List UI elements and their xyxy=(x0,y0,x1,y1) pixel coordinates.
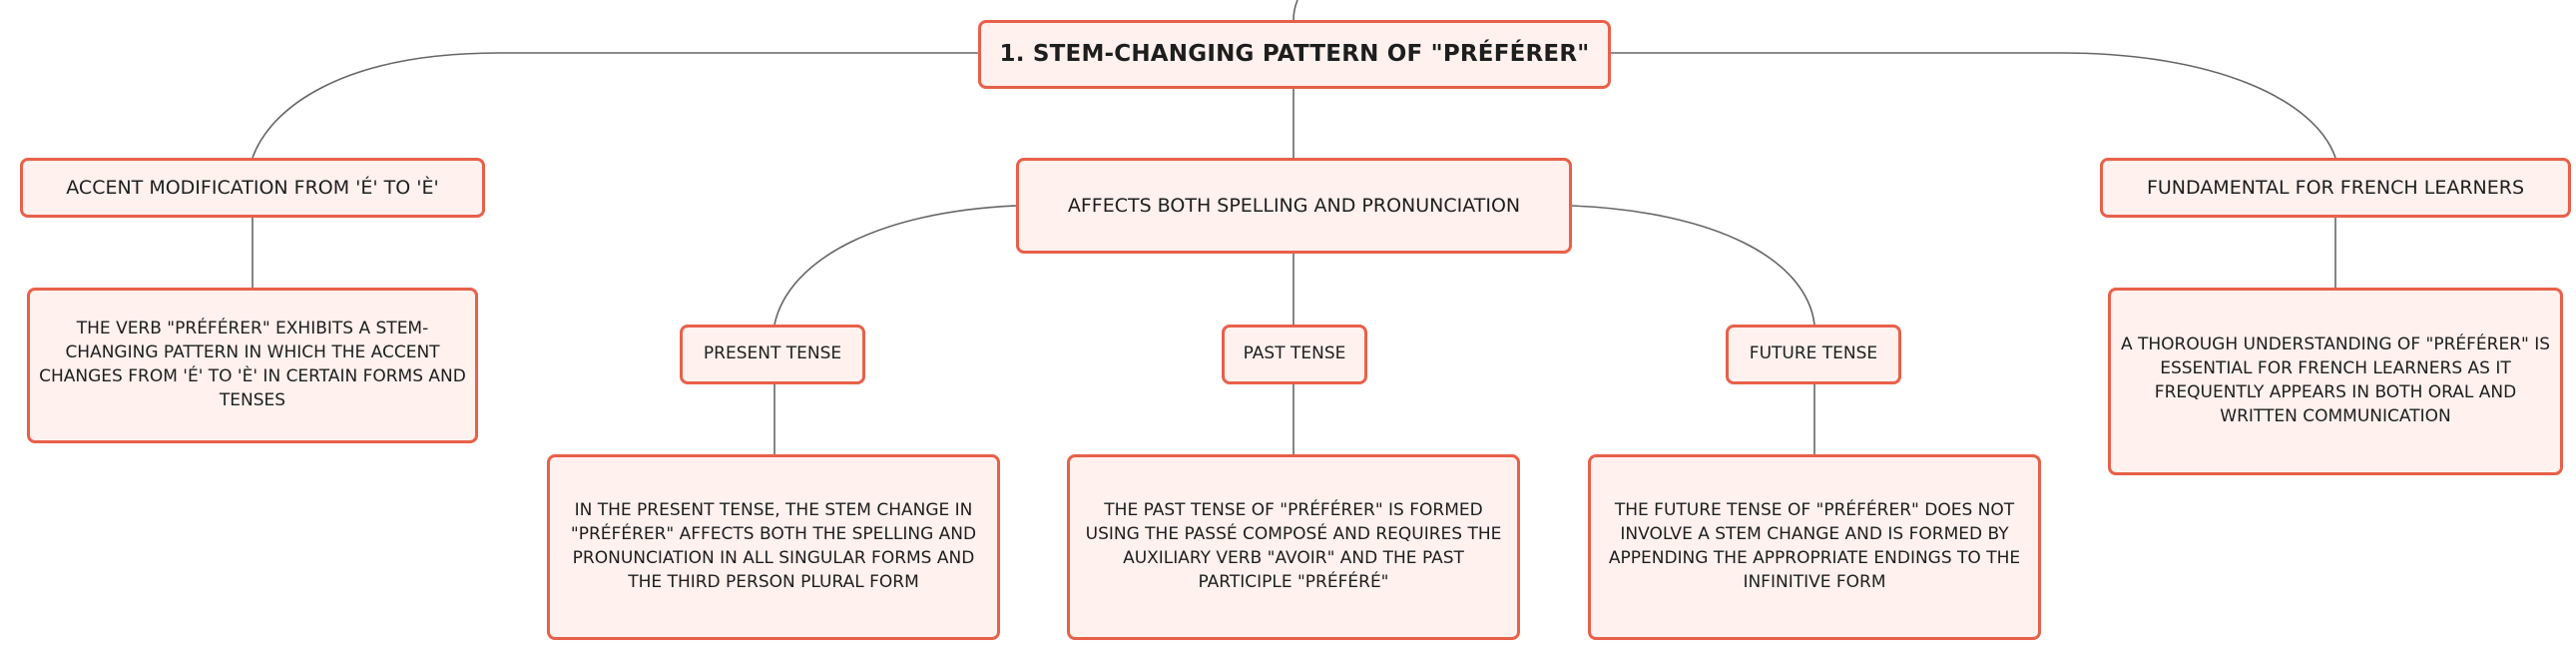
accent-label: ACCENT MODIFICATION FROM 'É' TO 'È' xyxy=(66,176,439,199)
present-tense-node[interactable]: PRESENT TENSE xyxy=(680,325,865,384)
future-tense-label: FUTURE TENSE xyxy=(1749,343,1878,364)
fundamental-label: FUNDAMENTAL FOR FRENCH LEARNERS xyxy=(2146,176,2525,199)
past-tense-detail-text: THE PAST TENSE OF "PRÉFÉRER" IS FORMED U… xyxy=(1085,500,1502,592)
past-tense-label: PAST TENSE xyxy=(1243,343,1346,364)
fundamental-detail-text: A THOROUGH UNDERSTANDING OF "PRÉFÉRER" I… xyxy=(2120,334,2551,426)
present-tense-detail-text: IN THE PRESENT TENSE, THE STEM CHANGE IN… xyxy=(570,500,977,592)
root-node[interactable]: 1. STEM-CHANGING PATTERN OF "PRÉFÉRER" xyxy=(978,20,1611,89)
present-tense-label: PRESENT TENSE xyxy=(703,343,842,364)
past-tense-node[interactable]: PAST TENSE xyxy=(1222,325,1367,384)
affects-node[interactable]: AFFECTS BOTH SPELLING AND PRONUNCIATION xyxy=(1016,158,1572,254)
connector-affects-future xyxy=(1571,205,1815,326)
affects-label: AFFECTS BOTH SPELLING AND PRONUNCIATION xyxy=(1067,194,1521,217)
connector-root-accent xyxy=(252,52,978,159)
future-tense-detail-text: THE FUTURE TENSE OF "PRÉFÉRER" DOES NOT … xyxy=(1608,500,2021,592)
accent-detail-node[interactable]: THE VERB "PRÉFÉRER" EXHIBITS A STEM-CHAN… xyxy=(27,288,478,443)
accent-node[interactable]: ACCENT MODIFICATION FROM 'É' TO 'È' xyxy=(20,158,485,218)
connector-affects-present xyxy=(773,205,1017,326)
present-tense-detail-node[interactable]: IN THE PRESENT TENSE, THE STEM CHANGE IN… xyxy=(547,454,1000,640)
fundamental-node[interactable]: FUNDAMENTAL FOR FRENCH LEARNERS xyxy=(2100,158,2571,218)
fundamental-detail-node[interactable]: A THOROUGH UNDERSTANDING OF "PRÉFÉRER" I… xyxy=(2108,288,2563,475)
future-tense-detail-node[interactable]: THE FUTURE TENSE OF "PRÉFÉRER" DOES NOT … xyxy=(1588,454,2041,640)
connector-root-fundamental xyxy=(1611,52,2336,159)
future-tense-node[interactable]: FUTURE TENSE xyxy=(1726,325,1901,384)
connector-parent-root xyxy=(1292,0,1298,21)
root-label: 1. STEM-CHANGING PATTERN OF "PRÉFÉRER" xyxy=(999,41,1590,68)
accent-detail-text: THE VERB "PRÉFÉRER" EXHIBITS A STEM-CHAN… xyxy=(39,319,466,410)
past-tense-detail-node[interactable]: THE PAST TENSE OF "PRÉFÉRER" IS FORMED U… xyxy=(1067,454,1520,640)
